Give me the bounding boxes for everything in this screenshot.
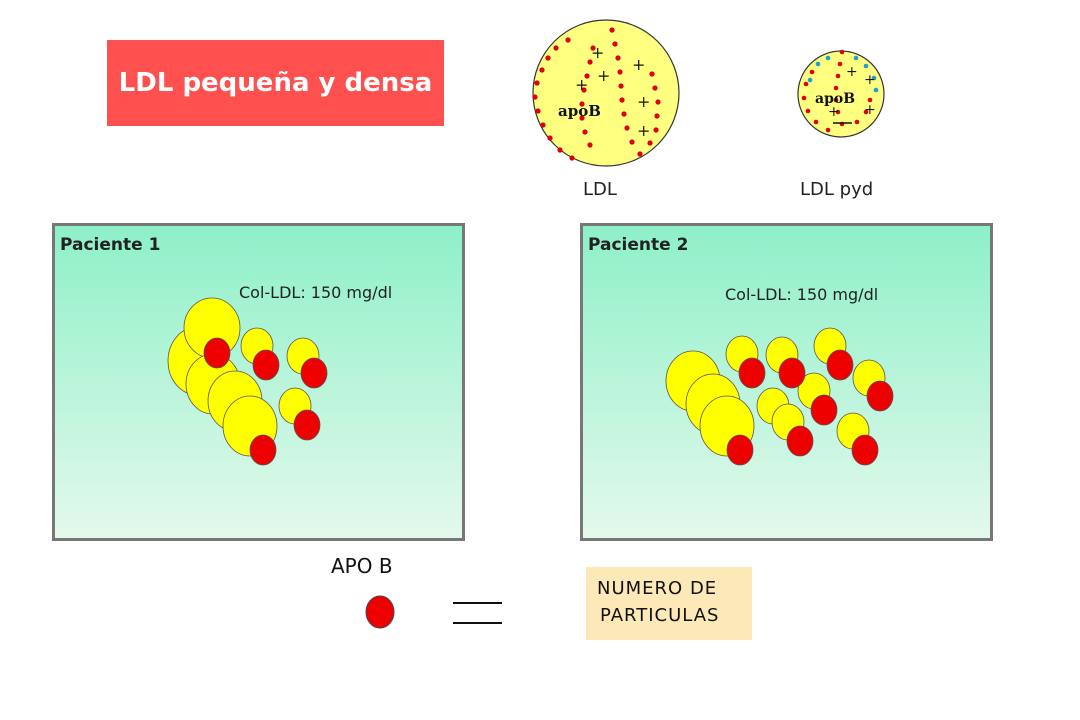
particle-number-box: NUMERO DE PARTICULAS: [586, 567, 752, 640]
ldl-pyd-particle: + + + + apoB: [797, 49, 885, 138]
svg-text:+: +: [864, 72, 876, 88]
svg-text:+: +: [637, 92, 650, 111]
patient-2-col-ldl: Col-LDL: 150 mg/dl: [725, 285, 879, 304]
patient-2-particles: [665, 327, 894, 466]
svg-text:+: +: [632, 55, 645, 74]
patient-1-particles: [167, 297, 328, 466]
ldl-particle-large: + + + + + + apoB: [532, 19, 680, 167]
ldl-label: LDL: [583, 179, 617, 200]
ldl-plus-signs: + + + + + +: [575, 43, 650, 140]
svg-text:+: +: [597, 66, 610, 85]
patient-1-title: Paciente 1: [60, 235, 161, 255]
patient-1-col-ldl: Col-LDL: 150 mg/dl: [239, 283, 393, 302]
title-banner: LDL pequeña y densa: [107, 40, 444, 126]
svg-text:+: +: [637, 121, 650, 140]
ldl-pyd-label: LDL pyd: [800, 179, 874, 200]
svg-text:+: +: [591, 43, 604, 62]
apo-b-label: APO B: [331, 554, 393, 578]
patient-2-title: Paciente 2: [588, 235, 689, 255]
page-title: LDL pequeña y densa: [118, 68, 433, 98]
ldl-pyd-apob-label: apoB: [815, 91, 855, 107]
numero-line-2: PARTICULAS: [600, 605, 720, 626]
patient-2-panel: Paciente 2 Col-LDL: 150 mg/dl: [580, 223, 993, 541]
svg-text:+: +: [846, 64, 858, 80]
svg-text:+: +: [828, 104, 840, 120]
ldl-apob-label: apoB: [558, 102, 601, 120]
svg-text:+: +: [575, 75, 588, 94]
patient-1-panel: Paciente 1 Col-LDL: 150 mg/dl: [52, 223, 465, 541]
numero-line-1: NUMERO DE: [597, 578, 718, 599]
ldl-pyd-plus-signs: + + + +: [828, 64, 876, 120]
svg-text:+: +: [864, 102, 876, 118]
